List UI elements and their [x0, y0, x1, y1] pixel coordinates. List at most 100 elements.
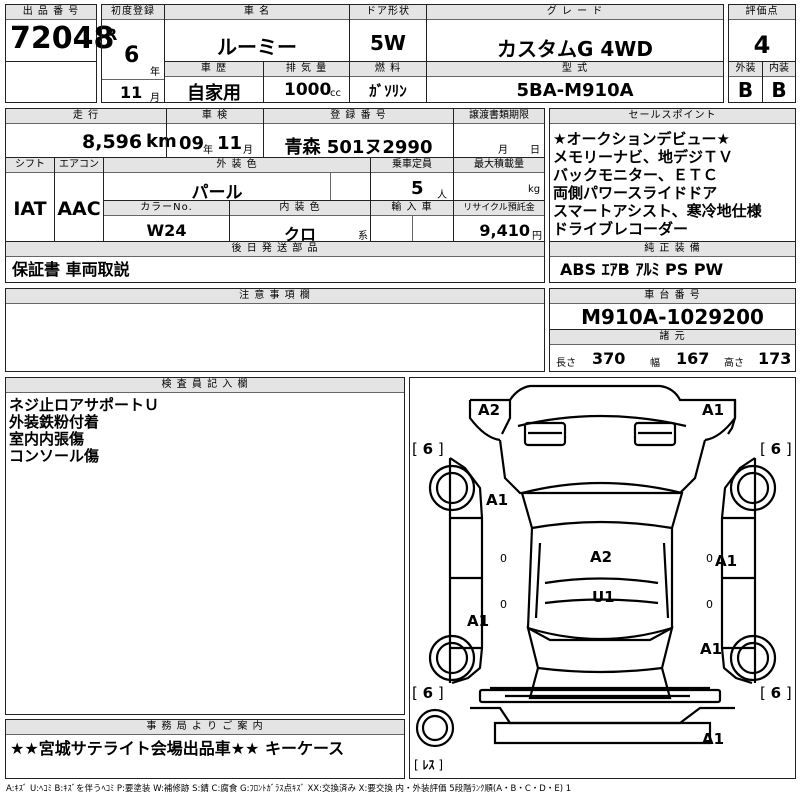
inspector-cell: 検 査 員 記 入 欄 ネジ止ロアサポートＵ 外装鉄粉付着 室内内張傷 コンソー… [5, 377, 405, 715]
notes-cell: 注 意 事 項 欄 [5, 288, 545, 372]
displacement-value: 1000 [284, 80, 332, 100]
tire-depth: 6 [422, 684, 434, 702]
shift-label: シフト [6, 158, 54, 173]
office-cell: 事 務 局 よ り ご 案 内 ★★宮城サテライト会場出品車★★ キーケース [5, 719, 405, 779]
transfer-day-unit: 日 [530, 145, 540, 156]
mileage-value: 8,596 [82, 131, 143, 153]
transfer-label: 譲渡書類期限 [454, 109, 544, 124]
registration-label: 登 録 番 号 [264, 109, 453, 124]
height-label: 高さ [724, 358, 744, 369]
year-unit: 年 [150, 67, 160, 78]
damage-mark: A1 [467, 612, 490, 630]
chassis-value: M910A-1029200 [581, 305, 764, 329]
later-parts-cell: 後 日 発 送 部 品 保証書 車両取説 [5, 241, 545, 283]
max-load-label: 最大積載量 [454, 158, 544, 173]
spare-tire-status: ﾚｽ [422, 758, 435, 772]
sales-points-cell: セールスポイント ★オークションデビュー★ メモリーナビ、地デジＴＶ バックモニ… [549, 108, 796, 242]
recycle-label: リサイクル預託金 [454, 201, 544, 216]
tire-fl: [ 6 ] [412, 440, 444, 458]
fuel-value: ｶﾞｿﾘﾝ [369, 82, 407, 100]
inspector-line: コンソール傷 [9, 447, 100, 465]
later-parts-value: 保証書 車両取説 [12, 260, 130, 279]
car-diagram: A2 A1 A1 A2 U1 A1 A1 A1 A1 0 0 0 0 [ 6 ]… [409, 377, 796, 779]
era-value: R [105, 25, 118, 44]
grade-label: グ レ ー ド [427, 5, 723, 20]
model-cell: 型 式 5BA-M910A [426, 61, 724, 103]
sales-point-item: 両側パワースライドドア [553, 184, 718, 202]
recycle-value: 9,410 [479, 221, 530, 240]
tire-rl: [ 6 ] [412, 684, 444, 702]
recycle-unit: 円 [532, 231, 542, 242]
spare-tire: [ ﾚｽ ] [414, 758, 444, 772]
capacity-value: 5 [411, 178, 424, 199]
grade-cell: グ レ ー ド カスタムG 4WD [426, 4, 724, 62]
specs-label: 諸 元 [550, 330, 795, 345]
inspection-label: 車 検 [167, 109, 263, 124]
transfer-month-unit: 月 [498, 145, 508, 156]
chassis-label: 車 台 番 号 [550, 289, 795, 304]
transfer-cell: 譲渡書類期限 月 日 [453, 108, 545, 158]
aircon-cell: エアコン AAC [54, 157, 104, 242]
inspection-month-unit: 月 [243, 145, 253, 156]
later-parts-label: 後 日 発 送 部 品 [6, 242, 544, 257]
sales-point-item: バックモニター、ＥＴＣ [553, 166, 718, 184]
equipment-label: 純 正 装 備 [550, 242, 795, 257]
inspection-year-unit: 年 [203, 145, 213, 156]
aircon-value: AAC [57, 198, 101, 220]
tire-depth: 6 [422, 440, 434, 458]
door-label: ドア形状 [350, 5, 426, 20]
capacity-cell: 乗車定員 5 人 [370, 157, 454, 201]
inspector-label: 検 査 員 記 入 欄 [6, 378, 404, 393]
history-cell: 車 歴 自家用 [164, 61, 264, 104]
inspector-line: ネジ止ロアサポートＵ [9, 396, 160, 414]
sales-point-item: メモリーナビ、地デジＴＶ [553, 148, 734, 166]
tire-rr: [ 6 ] [760, 684, 792, 702]
history-value: 自家用 [187, 83, 241, 104]
color-no-value: W24 [146, 221, 187, 240]
specs-cell: 諸 元 長さ 370 幅 167 高さ 173 [549, 329, 796, 372]
car-name-value: ルーミー [217, 35, 297, 59]
width-label: 幅 [650, 358, 660, 369]
inspection-year: 09 [179, 133, 205, 154]
sales-point-item: ドライブレコーダー [553, 220, 689, 238]
first-registration-label: 初度登録 [102, 5, 164, 20]
sales-point-item: スマートアシスト、寒冷地仕様 [553, 202, 762, 220]
displacement-cell: 排 気 量 1000 cc [263, 61, 350, 103]
capacity-unit: 人 [437, 190, 447, 201]
door-value: 5W [370, 31, 406, 55]
car-name-label: 車 名 [165, 5, 349, 20]
displacement-unit: cc [330, 88, 341, 99]
length-label: 長さ [556, 358, 576, 369]
displacement-label: 排 気 量 [264, 62, 349, 77]
divider [102, 79, 164, 80]
office-value: ★★宮城サテライト会場出品車★★ キーケース [10, 739, 345, 758]
interior-grade-label: 内装 [763, 62, 795, 77]
sales-point-item: ★オークションデビュー★ [553, 130, 730, 148]
registration-value: 青森 501ヌ2990 [284, 137, 433, 158]
damage-mark: A2 [590, 548, 613, 566]
mileage-unit: km [146, 131, 177, 152]
height-value: 173 [758, 349, 792, 368]
sales-points-label: セールスポイント [550, 109, 795, 124]
tire-depth: 6 [770, 440, 782, 458]
damage-mark: A1 [486, 491, 509, 509]
office-label: 事 務 局 よ り ご 案 内 [6, 720, 404, 735]
zero-mark: 0 [500, 598, 507, 611]
int-color-cell: 内 装 色 クロ 系 [229, 200, 371, 244]
damage-mark: A1 [702, 730, 725, 748]
lot-number-label: 出 品 番 号 [6, 5, 96, 20]
width-value: 167 [676, 349, 710, 368]
tire-fr: [ 6 ] [760, 440, 792, 458]
zero-mark: 0 [706, 552, 713, 565]
int-color-label: 内 装 色 [230, 201, 370, 216]
damage-mark: A1 [700, 640, 723, 658]
model-value: 5BA-M910A [516, 80, 634, 101]
ext-color-cell: 外 装 色 パール [103, 157, 371, 203]
door-cell: ドア形状 5W [349, 4, 427, 62]
score-cell: 評価点 4 [728, 4, 796, 62]
year-value: 6 [124, 43, 140, 68]
import-cell: 輸 入 車 [370, 200, 454, 242]
interior-grade-value: B [771, 78, 787, 102]
month-value: 11 [120, 83, 143, 102]
model-label: 型 式 [427, 62, 723, 77]
